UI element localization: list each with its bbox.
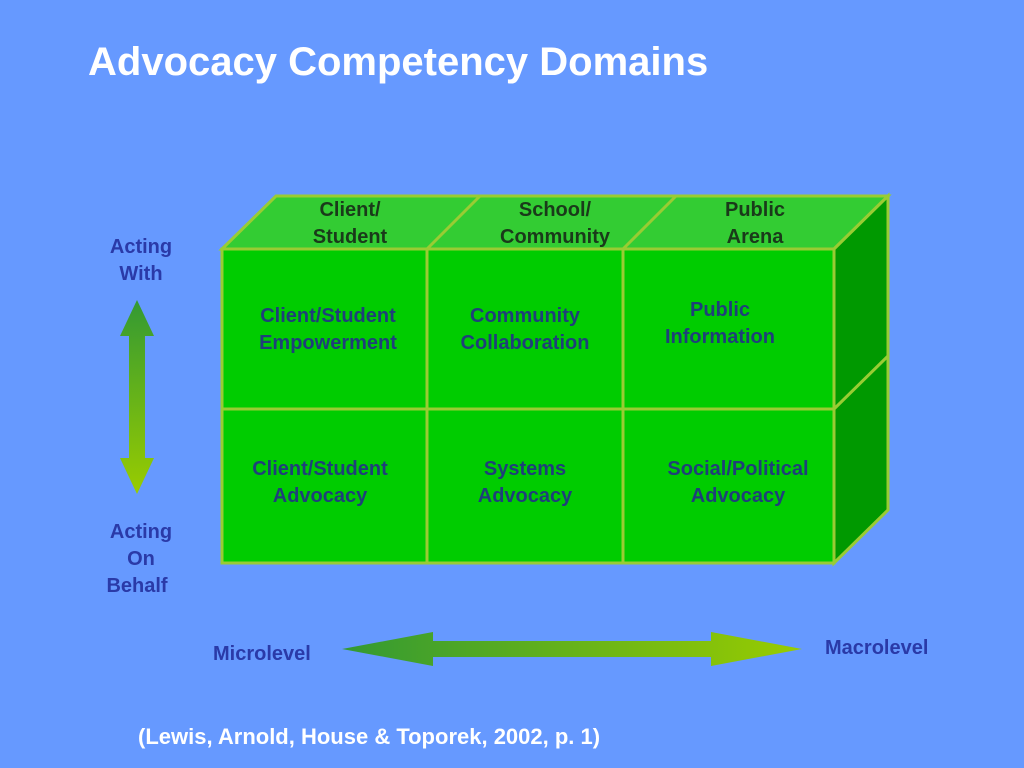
axis-label-line: Acting (109, 521, 173, 543)
cell-line: Public (689, 299, 750, 321)
cell-community-collaboration: Community Collaboration (440, 303, 610, 357)
vertical-double-arrow (120, 300, 154, 494)
cell-line: Social/Political (667, 458, 809, 480)
axis-label-line: With (119, 263, 163, 285)
top-divider-1 (425, 194, 482, 251)
side-divider (832, 354, 890, 411)
axis-label-line: Acting (109, 236, 173, 258)
cube-front-face (220, 247, 836, 565)
column-header-line: Student (312, 226, 388, 248)
top-divider-2 (621, 194, 678, 251)
cell-line: Community (470, 305, 580, 327)
cell-line: Advocacy (272, 485, 368, 507)
cube-side-face (832, 192, 890, 567)
axis-label-acting-on-behalf: Acting On Behalf (91, 519, 191, 600)
column-header-line: Client/ (319, 199, 381, 221)
cell-public-information: Public Information (650, 297, 790, 351)
cell-line: Information (665, 326, 775, 348)
cell-line: Advocacy (477, 485, 573, 507)
cell-line: Client/Student (252, 458, 388, 480)
axis-label-macrolevel: Macrolevel (825, 637, 929, 659)
axis-label-acting-with: Acting With (91, 234, 191, 288)
column-header-client-student: Client/ Student (300, 197, 400, 251)
cell-line: Collaboration (460, 332, 590, 354)
column-header-public-arena: Public Arena (705, 197, 805, 251)
axis-label-line: On (127, 548, 155, 570)
slide-title: Advocacy Competency Domains (88, 40, 709, 84)
cell-line: Advocacy (690, 485, 786, 507)
citation: (Lewis, Arnold, House & Toporek, 2002, p… (138, 724, 601, 749)
column-header-line: Community (500, 226, 610, 248)
horizontal-double-arrow (342, 632, 802, 666)
cell-social-political-advocacy: Social/Political Advocacy (645, 456, 831, 510)
cell-line: Client/Student (260, 305, 396, 327)
axis-label-microlevel: Microlevel (213, 643, 311, 665)
column-header-school-community: School/ Community (485, 197, 625, 251)
cell-line: Systems (483, 458, 567, 480)
axis-label-line: Behalf (106, 575, 168, 597)
cell-systems-advocacy: Systems Advocacy (455, 456, 595, 510)
cell-client-student-empowerment: Client/Student Empowerment (237, 303, 419, 357)
cell-client-student-advocacy: Client/Student Advocacy (230, 456, 410, 510)
column-header-line: School/ (518, 199, 592, 221)
column-header-line: Arena (726, 226, 784, 248)
column-header-line: Public (724, 199, 785, 221)
cell-line: Empowerment (259, 332, 397, 354)
